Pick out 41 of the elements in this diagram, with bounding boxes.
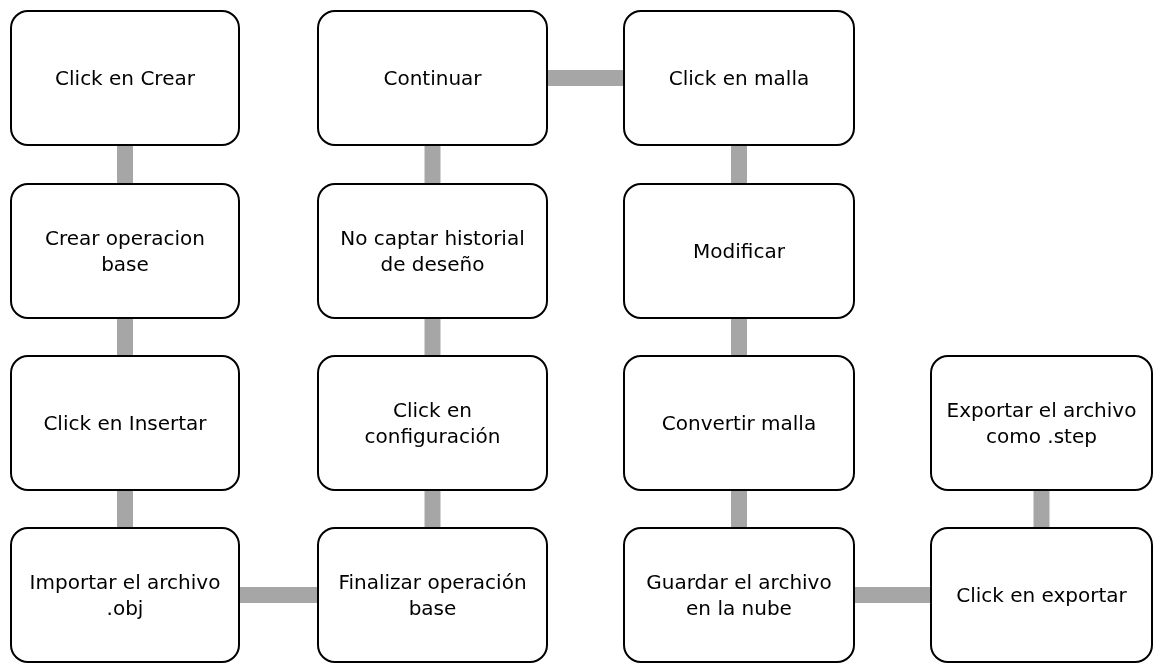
step-label: Guardar el archivo en la nube [645,569,833,621]
process-box [317,183,548,319]
step-label: Importar el archivo .obj [28,569,222,621]
connector-bar [117,146,133,183]
connector-bar [424,319,441,355]
step-label: Click en Crear [55,65,195,91]
process-box [623,527,855,663]
process-box [10,527,240,663]
step-label: Continuar [383,65,482,91]
connector-bar [240,587,317,603]
step-label: No captar historial de deseño [339,225,526,277]
process-box [623,355,855,491]
step-label: Convertir malla [661,410,817,436]
process-box [317,527,548,663]
process-box [10,10,240,146]
connector-bar [424,146,441,183]
process-box [317,10,548,146]
connector-bar [731,319,747,355]
connector-bar [117,319,133,355]
step-label: Finalizar operación base [337,569,528,621]
process-box [623,183,855,319]
process-box [10,355,240,491]
connector-bar [855,587,930,603]
process-box [10,183,240,319]
connector-bar [731,146,747,183]
step-label: Exportar el archivo como .step [946,397,1137,449]
step-label: Click en Insertar [43,410,207,436]
connector-bar [548,70,623,86]
connector-bar [424,491,441,527]
connector-bar [731,491,747,527]
process-box [930,527,1153,663]
connector-bar [117,491,133,527]
connector-bar [1033,491,1050,527]
step-label: Modificar [693,238,785,264]
step-label: Click en configuración [363,397,502,449]
process-box [930,355,1153,491]
step-label: Crear operacion base [43,225,207,277]
step-label: Click en exportar [956,582,1127,608]
step-label: Click en malla [668,65,810,91]
process-box [623,10,855,146]
process-box [317,355,548,491]
